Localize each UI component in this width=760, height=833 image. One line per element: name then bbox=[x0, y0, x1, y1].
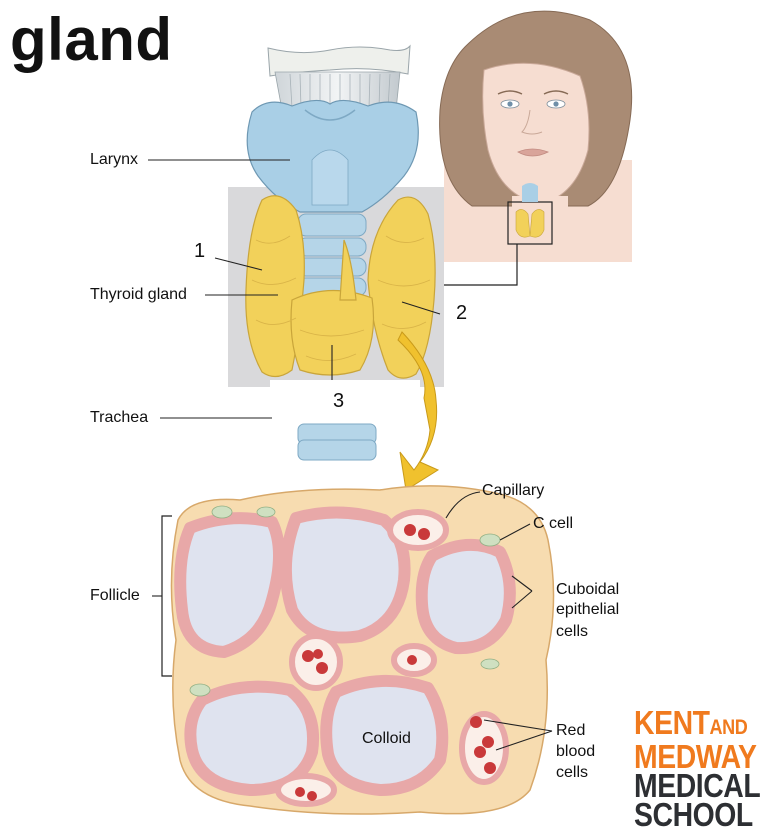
zoom-arrow bbox=[397, 331, 440, 491]
trachea-segment bbox=[297, 423, 377, 461]
larynx-label: Larynx bbox=[90, 151, 139, 168]
logo-and: AND bbox=[709, 716, 748, 739]
thyroid-gland bbox=[245, 195, 436, 379]
marker-1: 1 bbox=[194, 240, 206, 262]
c-cell-label: C cell bbox=[533, 515, 574, 532]
rbc-label-line3: cells bbox=[556, 764, 589, 781]
logo-medway: MEDWAY bbox=[634, 738, 757, 775]
logo-school: SCHOOL bbox=[634, 796, 753, 833]
tracheal-rings bbox=[297, 213, 367, 297]
cuboidal-label-line2: epithelial bbox=[556, 601, 620, 618]
marker-3: 3 bbox=[333, 390, 345, 412]
rbc-leader-b bbox=[495, 730, 553, 751]
follicle-bracket bbox=[161, 515, 172, 677]
rbc-leader-a bbox=[483, 719, 553, 732]
kent-medway-logo: KENTAND MEDWAY MEDICAL SCHOOL bbox=[634, 706, 760, 833]
cuboidal-label-line1: Cuboidal bbox=[556, 581, 620, 598]
colloid-label: Colloid bbox=[362, 730, 411, 747]
c-cells bbox=[189, 505, 501, 697]
tissue-section bbox=[170, 485, 555, 815]
thyroid-gland-label: Thyroid gland bbox=[90, 286, 187, 303]
logo-medical: MEDICAL bbox=[634, 767, 760, 804]
capillary-label: Capillary bbox=[482, 482, 545, 499]
follicle-label: Follicle bbox=[90, 587, 140, 604]
rbc-label-line2: blood bbox=[556, 743, 596, 760]
face-portrait bbox=[439, 10, 633, 262]
rbc-label-line1: Red bbox=[556, 722, 586, 739]
trachea-label: Trachea bbox=[90, 409, 149, 426]
c-cell-leader bbox=[499, 523, 531, 541]
cuboidal-leader-b bbox=[511, 590, 533, 609]
hyoid-bone bbox=[267, 44, 411, 77]
page-title: gland bbox=[10, 6, 173, 73]
cuboidal-leader-a bbox=[511, 575, 533, 592]
inset-connector bbox=[444, 244, 518, 286]
capillary-leader bbox=[445, 491, 481, 519]
logo-kent: KENT bbox=[634, 704, 710, 741]
n2-leader bbox=[401, 301, 441, 315]
marker-2: 2 bbox=[456, 302, 468, 324]
n1-leader bbox=[214, 257, 263, 271]
cuboidal-label-line3: cells bbox=[556, 623, 589, 640]
red-blood-cells bbox=[295, 524, 496, 801]
